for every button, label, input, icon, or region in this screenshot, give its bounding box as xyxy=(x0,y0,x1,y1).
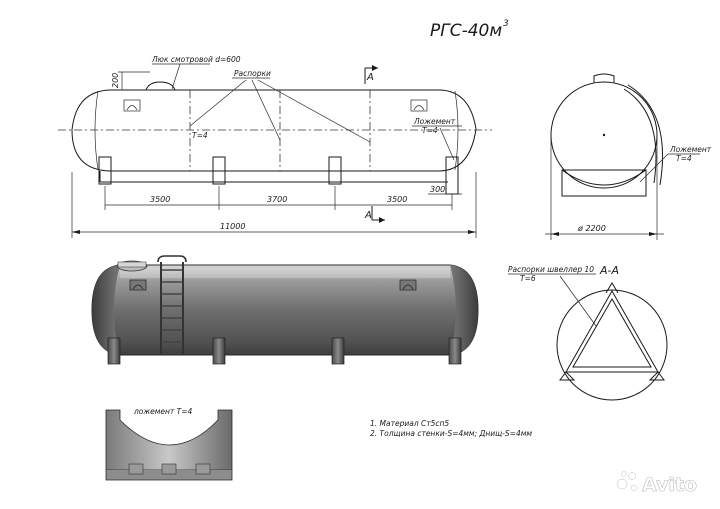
dim-3700: 3700 xyxy=(267,195,287,204)
tank-render xyxy=(91,255,479,365)
section-marker-top: A xyxy=(364,65,378,84)
svg-text:A: A xyxy=(364,210,372,221)
struts-label: Распорки xyxy=(234,69,271,78)
left-head-seam xyxy=(94,90,99,171)
end-view-diameter: ø 2200 xyxy=(577,224,606,233)
note-1: 1. Материал Ст5сп5 xyxy=(370,419,449,428)
render-manhole-right xyxy=(399,279,417,291)
svg-text:200: 200 xyxy=(111,73,120,88)
dim-chain: 3500 3700 3500 xyxy=(104,186,453,210)
note-2: 2. Толщина стенки-S=4мм; Днищ-S=4мм xyxy=(370,429,532,438)
tank-hull-outline xyxy=(71,89,477,172)
hatch-dome xyxy=(145,81,176,91)
hatch-label: Люк смотровой d=600 xyxy=(151,55,241,64)
svg-text:A: A xyxy=(366,72,374,83)
saddle-plate xyxy=(105,409,233,471)
section-strut-label: Распорки швеллер 10 xyxy=(508,265,594,274)
section-shell xyxy=(556,289,668,401)
tank-right-head-render xyxy=(450,265,478,355)
hatch-callout: Люк смотровой d=600 xyxy=(151,55,241,90)
thickness-label-t4-a: T=4 xyxy=(192,131,208,140)
saddle-detail: ложемент T=4 xyxy=(105,407,233,481)
dim-3500-right: 3500 xyxy=(387,195,407,204)
side-view: 200 Люк смотровой d=600 Распорки T=4 Лож… xyxy=(58,55,492,238)
render-leg-2 xyxy=(212,337,226,365)
end-view-saddle-label: Ложемент xyxy=(669,145,712,154)
tank-body-render xyxy=(91,264,479,356)
dim-3500-left: 3500 xyxy=(150,195,170,204)
svg-text:300: 300 xyxy=(430,185,445,194)
saddle-1 xyxy=(98,156,112,185)
saddle-2 xyxy=(212,156,226,185)
section-strut-outer xyxy=(565,289,659,373)
dim-11000: 11000 xyxy=(220,222,245,231)
end-view-ladder-inner xyxy=(623,88,657,184)
saddle-3 xyxy=(328,156,342,185)
render-leg-1 xyxy=(107,337,121,365)
manhole-symbol-right xyxy=(410,99,428,112)
section-title: A-A xyxy=(599,264,619,277)
render-leg-4 xyxy=(448,337,462,365)
section-t6-label: T=6 xyxy=(520,274,536,283)
section-strut-inner xyxy=(572,297,652,368)
render-manhole-left xyxy=(129,279,147,291)
end-view-saddle xyxy=(561,169,647,197)
end-view-ladder-outer xyxy=(627,84,664,186)
title-superscript: 3 xyxy=(503,19,509,29)
saddle-callout-side: Ложемент T=4 xyxy=(412,117,462,161)
render-leg-3 xyxy=(331,337,345,365)
title-text: РГС-40м xyxy=(430,21,502,41)
section-a-a: A-A Распорки швеллер 10 T=6 xyxy=(508,264,668,401)
saddle-detail-label: ложемент T=4 xyxy=(133,407,193,416)
section-marker-bottom: A xyxy=(364,206,385,223)
struts-callout: Распорки xyxy=(189,69,371,143)
end-view-t4-label: T=4 xyxy=(676,154,692,163)
notes: 1. Материал Ст5сп5 2. Толщина стенки-S=4… xyxy=(370,419,532,438)
dim-300: 300 xyxy=(428,185,462,195)
tank-ladder-render xyxy=(157,255,187,355)
saddle-label-side: Ложемент xyxy=(413,117,456,126)
dim-200: 200 xyxy=(111,71,150,90)
drawing-title: РГС-40м 3 xyxy=(430,19,509,41)
thickness-label-t4-b: T=4 xyxy=(422,126,438,135)
avito-watermark: Avito xyxy=(616,471,697,496)
end-view: Ложемент T=4 ø 2200 xyxy=(545,73,712,240)
watermark-text: Avito xyxy=(642,474,697,496)
tank-left-head-render xyxy=(92,265,120,355)
right-head-seam xyxy=(454,90,459,171)
manhole-symbol-left xyxy=(123,99,141,112)
end-view-hatch xyxy=(593,73,615,83)
dim-total: 11000 xyxy=(71,172,477,238)
